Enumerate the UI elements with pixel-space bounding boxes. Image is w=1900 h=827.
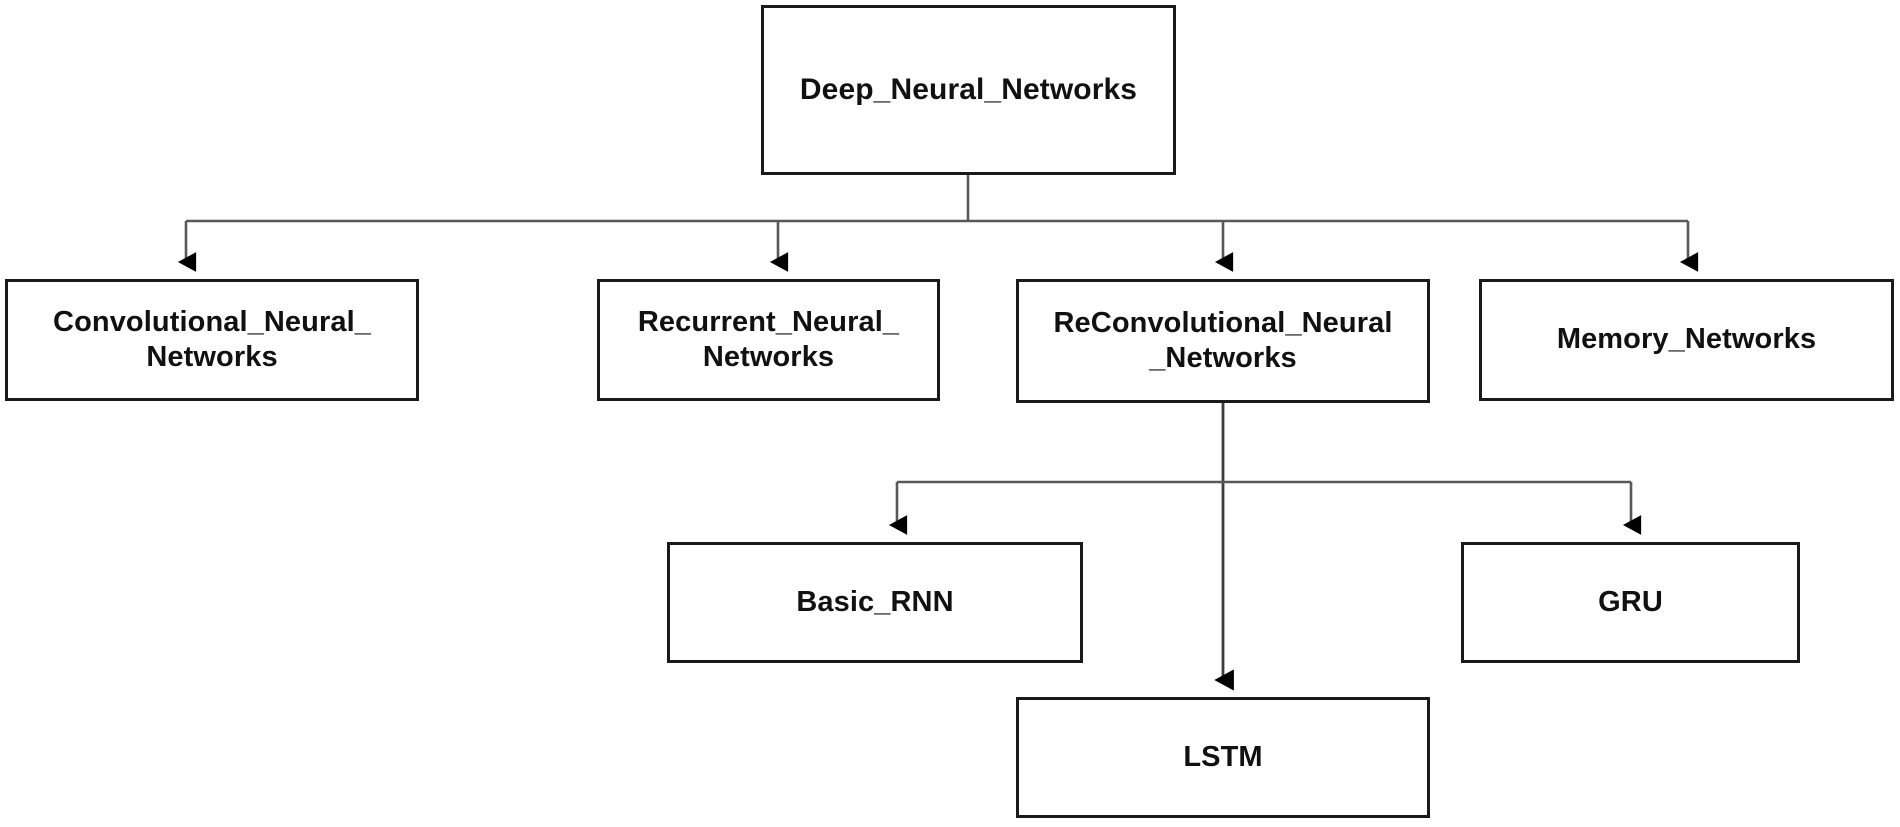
node-label-basic-rnn: Basic_RNN bbox=[796, 585, 954, 618]
node-label-deep-neural-networks: Deep_Neural_Networks bbox=[799, 72, 1138, 106]
node-label-recurrent-neural-networks: Recurrent_Neural_ Networks bbox=[637, 305, 900, 373]
node-recurrent-neural-networks[interactable]: Recurrent_Neural_ Networks bbox=[597, 279, 940, 401]
node-label-reconvolutional-neural-networks: ReConvolutional_Neural _Networks bbox=[1053, 306, 1393, 374]
node-gru[interactable]: GRU bbox=[1461, 542, 1800, 663]
node-label-convolutional-neural-networks: Convolutional_Neural_ Networks bbox=[53, 305, 371, 373]
node-memory-networks[interactable]: Memory_Networks bbox=[1479, 279, 1894, 401]
node-label-gru: GRU bbox=[1598, 585, 1663, 618]
node-reconvolutional-neural-networks[interactable]: ReConvolutional_Neural _Networks bbox=[1016, 279, 1430, 403]
node-lstm[interactable]: LSTM bbox=[1016, 697, 1430, 818]
node-convolutional-neural-networks[interactable]: Convolutional_Neural_ Networks bbox=[5, 279, 419, 401]
node-basic-rnn[interactable]: Basic_RNN bbox=[667, 542, 1083, 663]
edge-group-root-children bbox=[177, 175, 1699, 272]
node-deep-neural-networks[interactable]: Deep_Neural_Networks bbox=[761, 5, 1176, 175]
node-label-lstm: LSTM bbox=[1183, 740, 1263, 773]
node-label-memory-networks: Memory_Networks bbox=[1556, 323, 1817, 356]
